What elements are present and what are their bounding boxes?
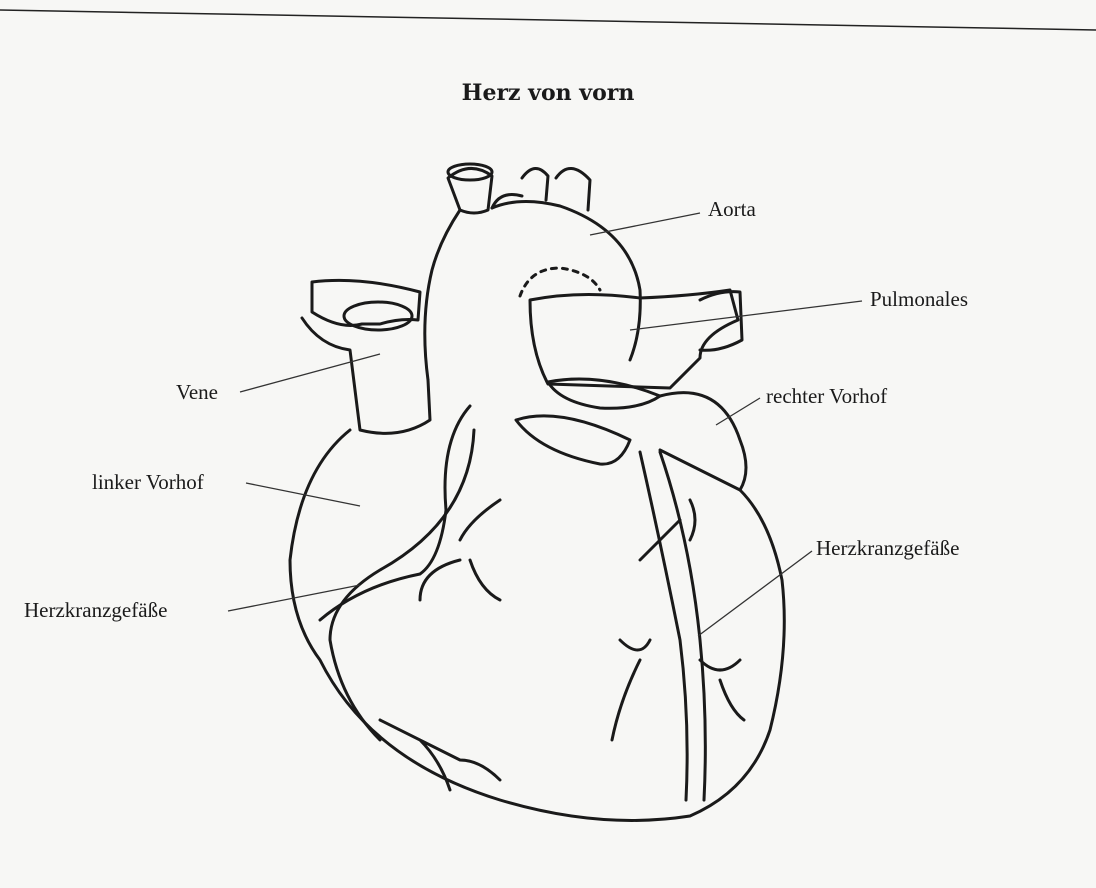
aortic-valve-ring (516, 416, 630, 464)
label-vene: Vene (176, 380, 218, 405)
vene-leader (240, 354, 380, 392)
heart-drawing (290, 164, 784, 820)
coronary-branch-2 (380, 720, 500, 790)
coronary-groove-right (640, 452, 687, 800)
heart-outline (290, 430, 784, 820)
aorta (425, 201, 640, 380)
leader-lines (228, 213, 862, 636)
vene-opening (344, 302, 412, 330)
coronary-branch-1 (420, 500, 500, 600)
vene-lower (302, 318, 430, 433)
label-rechter-vorhof: rechter Vorhof (766, 384, 887, 409)
coronary-groove-left (330, 430, 474, 740)
herzkranzgefaesse-right-leader (698, 551, 812, 636)
label-herzkranzgefaesse-left: Herzkranzgefäße (24, 598, 167, 623)
label-aorta: Aorta (708, 197, 756, 222)
coronary-groove-right-2 (660, 452, 705, 800)
aortic-branch-middle (522, 168, 548, 200)
aortic-branch-right (556, 168, 590, 210)
label-linker-vorhof: linker Vorhof (92, 470, 204, 495)
right-atrium (660, 393, 746, 490)
aortic-branch-left (448, 168, 492, 213)
label-pulmonales: Pulmonales (870, 287, 968, 312)
aorta-leader (590, 213, 700, 235)
label-herzkranzgefaesse-right: Herzkranzgefäße (816, 536, 959, 561)
rechter-vorhof-leader (716, 398, 760, 425)
aorta-inner-curve (520, 268, 600, 296)
coronary-branch-3 (612, 640, 650, 740)
pulmonary-trunk (530, 290, 738, 388)
pulmonales-leader (630, 301, 862, 330)
coronary-branch-5 (700, 660, 744, 720)
page-title: Herz von vorn (0, 80, 1096, 106)
top-rule-line (0, 10, 1096, 30)
